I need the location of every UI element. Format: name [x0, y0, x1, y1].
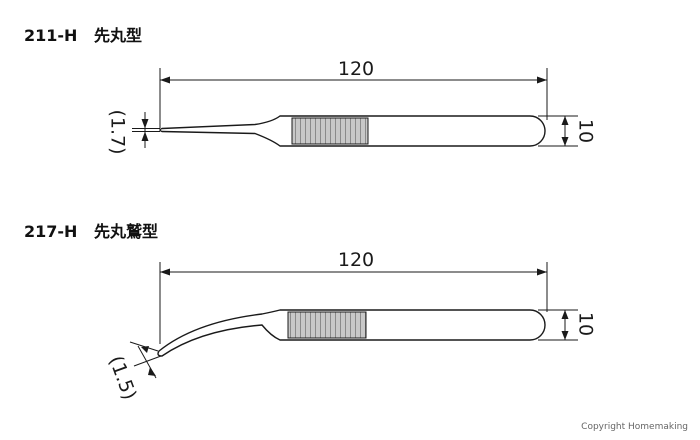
- arrow-up-icon: [141, 131, 149, 141]
- length-label: 120: [338, 58, 374, 80]
- arrow-left-icon: [160, 268, 170, 276]
- arrow-down-icon: [561, 331, 569, 340]
- arrow-down-icon: [561, 137, 569, 146]
- arrow-right-icon: [537, 268, 547, 276]
- tip-label: (1.7): [107, 109, 129, 154]
- arrow-right-icon: [537, 76, 547, 84]
- product-name: 先丸鷲型: [94, 222, 159, 241]
- tip-label: (1.5): [104, 353, 140, 403]
- arrow-icon: [148, 367, 156, 376]
- product-code: 217-H: [24, 222, 78, 241]
- arrow-left-icon: [160, 76, 170, 84]
- tweezers-217h-drawing: 120 10 (1.5): [104, 249, 596, 403]
- copyright-text: Copyright Homemaking: [581, 422, 688, 432]
- width-label: 10: [575, 119, 597, 143]
- product-name: 先丸型: [94, 26, 143, 45]
- product-code: 211-H: [24, 26, 78, 45]
- extension-line: [129, 341, 159, 352]
- length-label: 120: [338, 249, 374, 271]
- arrow-down-icon: [141, 119, 149, 129]
- arrow-up-icon: [561, 116, 569, 125]
- arrow-icon: [141, 346, 149, 353]
- tweezers-211h-drawing: 120 10 (1.7): [107, 58, 597, 155]
- product-heading-211h: 211-H 先丸型: [24, 22, 142, 46]
- grip-pattern: [287, 311, 367, 339]
- arrow-up-icon: [561, 310, 569, 319]
- product-heading-217h: 217-H 先丸鷲型: [24, 218, 158, 242]
- extension-line: [133, 355, 162, 367]
- width-label: 10: [575, 312, 597, 336]
- grip-pattern: [291, 117, 369, 145]
